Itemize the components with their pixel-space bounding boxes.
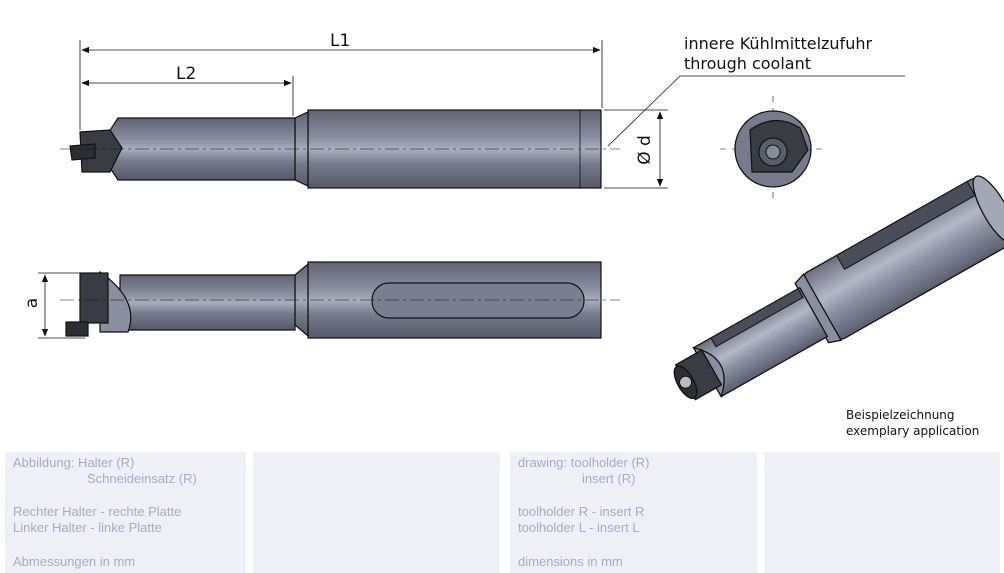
tool-top-view <box>69 109 602 189</box>
dimension-label-d: Ø d <box>634 135 655 165</box>
figure-sub: Schneideinsatz (R) <box>87 471 197 486</box>
right-holder-line: Rechter Halter - rechte Platte <box>13 504 182 519</box>
caption-de: Beispielzeichnung <box>846 408 955 422</box>
coolant-callout-en: through coolant <box>684 54 811 73</box>
figure-label: Abbildung: Halter (R) <box>13 455 135 470</box>
figure-sub: insert (R) <box>582 471 636 486</box>
dimension-label-l2: L2 <box>176 64 197 84</box>
info-panel-de: Abbildung: Halter (R) Schneideinsatz (R)… <box>5 452 246 573</box>
info-panel-blank-1 <box>253 452 500 573</box>
info-panel-en: drawing: toolholder (R) insert (R) toolh… <box>510 452 757 573</box>
units-line: dimensions in mm <box>518 554 623 569</box>
figure-label: drawing: toolholder (R) <box>518 455 650 470</box>
left-holder-line: toolholder L - insert L <box>518 520 640 535</box>
coolant-callout-de: innere Kühlmittelzufuhr <box>684 34 873 53</box>
tool-end-view <box>720 96 826 200</box>
right-holder-line: toolholder R - insert R <box>518 504 645 519</box>
tool-isometric-view <box>673 175 1004 401</box>
info-panel-blank-2 <box>764 452 1000 573</box>
left-holder-line: Linker Halter - linke Platte <box>13 520 162 535</box>
units-line: Abmessungen in mm <box>13 554 136 569</box>
caption-en: exemplary application <box>846 424 980 438</box>
dimension-label-a: a <box>22 297 43 309</box>
dimension-label-l1: L1 <box>330 31 351 51</box>
tool-drawing <box>38 40 1004 401</box>
dimension-lines <box>38 40 905 339</box>
